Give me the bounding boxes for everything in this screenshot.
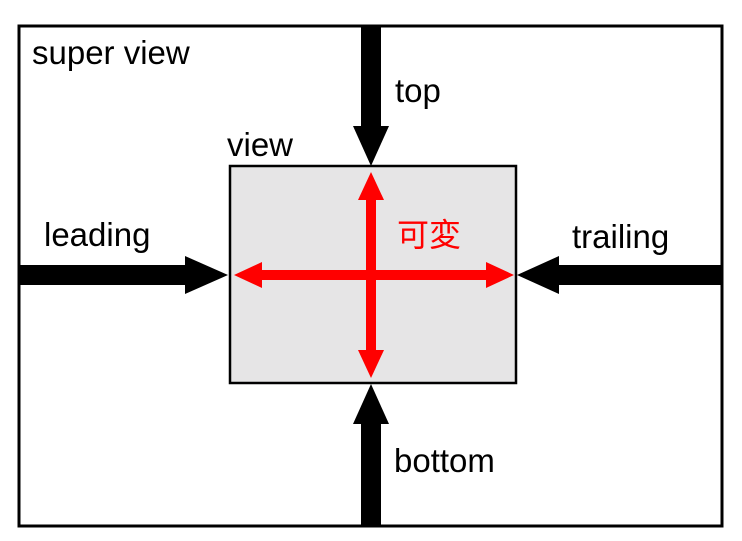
variable-label: 可変 <box>397 216 461 254</box>
trailing-constraint-arrow <box>517 256 722 294</box>
leading-label: leading <box>44 216 150 253</box>
super-view-label: super view <box>32 34 190 71</box>
bottom-label: bottom <box>394 442 495 479</box>
bottom-constraint-arrow <box>353 384 389 526</box>
top-label: top <box>395 72 441 109</box>
leading-constraint-arrow <box>19 256 228 294</box>
view-label: view <box>227 126 293 163</box>
top-constraint-arrow <box>353 26 389 166</box>
trailing-label: trailing <box>572 218 669 255</box>
variable-size-arrows <box>234 172 514 378</box>
